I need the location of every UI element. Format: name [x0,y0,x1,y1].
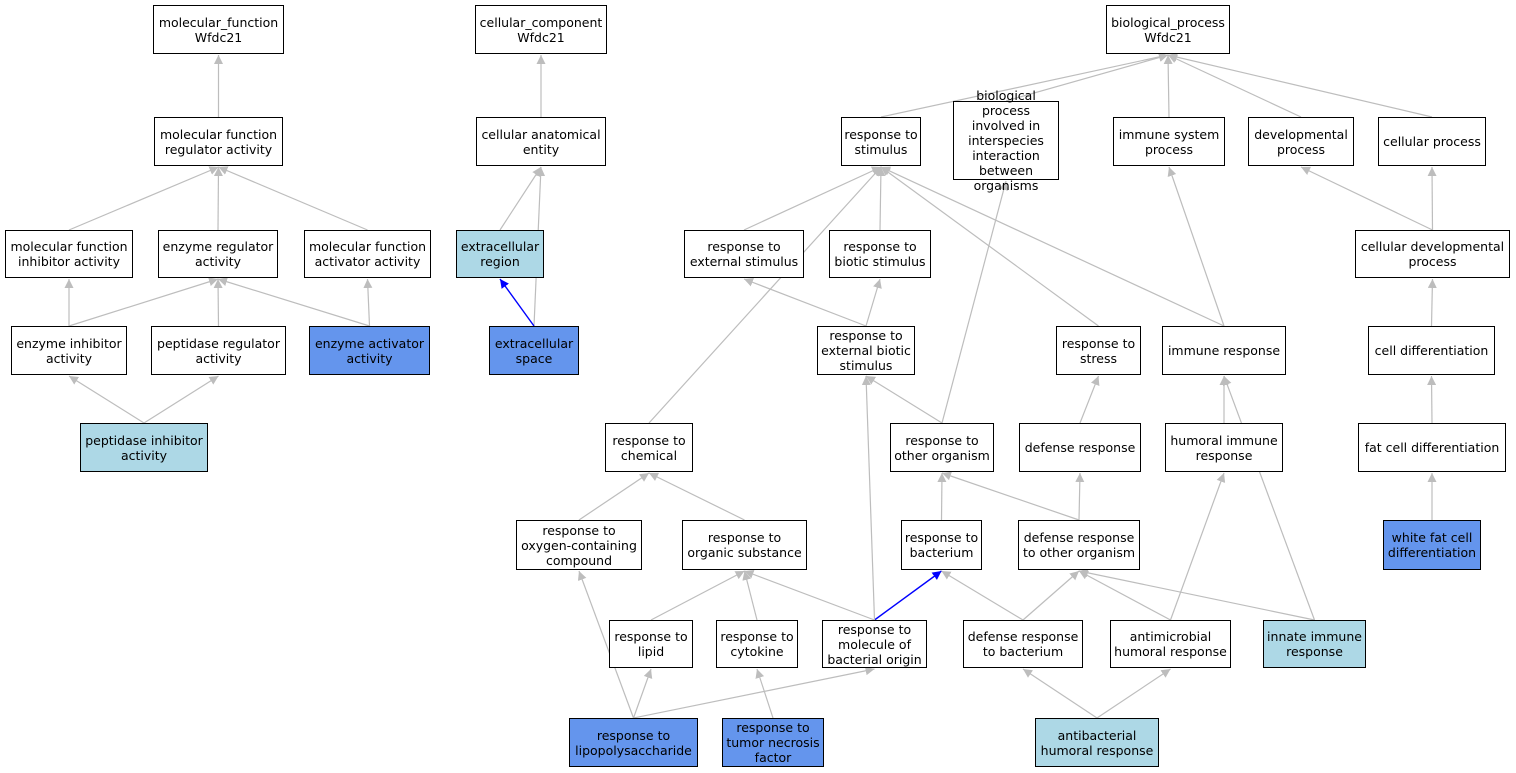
edge-mf_inhib-to-mf_reg [68,166,219,231]
node-defense-response-to-other-organism[interactable]: defense response to other organism [1018,520,1140,570]
node-extracellular-space[interactable]: extracellular space [489,326,579,375]
node-molecular-function-inhibitor-activity[interactable]: molecular function inhibitor activity [5,230,133,278]
edge-antibact-to-antimicrobial [1096,668,1171,719]
edge-resp_tnf-to-resp_cytokine [755,668,774,719]
node-response-to-biotic-stimulus[interactable]: response to biotic stimulus [829,230,931,278]
node-antibacterial-humoral-response[interactable]: antibacterial humoral response [1035,718,1159,767]
edge-resp_chem-to-resp_stim [648,166,882,424]
edge-resp_lps-to-resp_lipid [632,668,653,719]
node-molecular-function-root[interactable]: molecular_function Wfdc21 [153,5,284,54]
edge-resp_mol_bact-to-resp_bact [874,570,942,621]
node-cell-differentiation[interactable]: cell differentiation [1368,326,1495,375]
edge-def_bact-to-resp_bact [941,570,1024,621]
edge-resp_biotic-to-resp_stim [876,166,886,231]
edge-enz_activ-to-mf_activ [363,278,373,327]
edge-innate-to-immune_resp [1222,375,1316,621]
node-immune-response[interactable]: immune response [1162,326,1286,375]
edge-resp_ext_biotic-to-resp_ext_stim [743,278,867,327]
node-cellular-process[interactable]: cellular process [1378,117,1486,166]
edge-enz_activ-to-enz_reg [217,277,370,327]
node-white-fat-cell-differentiation[interactable]: white fat cell differentiation [1383,520,1481,570]
edge-resp_ext_biotic-to-resp_biotic [865,278,882,327]
edge-immune_resp-to-immune_sys [1167,166,1225,327]
edge-resp_lipid-to-resp_org_sub [650,570,745,621]
node-response-to-bacterium[interactable]: response to bacterium [901,520,982,570]
edge-resp_other_org-to-resp_ext_biotic [865,375,943,424]
node-molecular-function-regulator-activity[interactable]: molecular function regulator activity [154,117,283,166]
node-response-to-chemical[interactable]: response to chemical [605,423,693,472]
node-immune-system-process[interactable]: immune system process [1113,117,1225,166]
edge-resp_lps-to-resp_mol_bact [633,666,875,719]
edge-resp_cytokine-to-resp_org_sub [742,570,758,621]
edge-antimicrobial-to-def_other_org [1078,570,1171,621]
node-defense-response[interactable]: defense response [1019,423,1141,472]
edge-extra_region-to-cae [499,166,542,231]
edge-immune_sys-to-bp_root [1163,54,1173,118]
node-peptidase-inhibitor-activity[interactable]: peptidase inhibitor activity [80,423,208,472]
edge-cell_diff-to-cell_dev [1427,278,1437,327]
node-response-to-stimulus[interactable]: response to stimulus [841,117,921,166]
edge-cellular_proc-to-bp_root [1167,52,1433,118]
node-developmental-process[interactable]: developmental process [1248,117,1354,166]
node-enzyme-activator-activity[interactable]: enzyme activator activity [309,326,430,375]
node-response-to-oxygen-containing-compound[interactable]: response to oxygen-containing compound [516,520,642,570]
node-response-to-molecule-of-bacterial-origin[interactable]: response to molecule of bacterial origin [822,620,927,668]
edge-fat_diff-to-cell_diff [1427,375,1437,424]
node-response-to-lipid[interactable]: response to lipid [609,620,693,668]
node-fat-cell-differentiation[interactable]: fat cell differentiation [1358,423,1506,472]
edge-pep_inhib-to-pep_reg [143,375,219,424]
edge-enz_inhib-to-enz_reg [68,277,219,327]
edge-resp_oxy-to-resp_chem [578,472,650,521]
node-response-to-stress[interactable]: response to stress [1056,326,1141,375]
edge-resp_lps-to-resp_oxy [577,570,635,719]
edge-mf_activ-to-mf_reg [218,166,368,231]
edge-resp_stim-to-bp_root [880,52,1169,118]
edge-resp_other_org-to-bp_interspecies [941,180,1009,424]
node-extracellular-region[interactable]: extracellular region [456,230,544,278]
edge-resp_ext_stim-to-resp_stim [743,166,882,231]
edge-antibact-to-def_bact [1022,668,1098,719]
edge-resp_org_sub-to-resp_chem [648,472,745,521]
edge-pep_inhib-to-enz_inhib [68,375,145,424]
edge-antimicrobial-to-humoral [1169,472,1226,621]
node-response-to-external-stimulus[interactable]: response to external stimulus [684,230,804,278]
edge-developmental-to-bp_root [1167,54,1302,118]
node-humoral-immune-response[interactable]: humoral immune response [1165,423,1283,472]
node-cellular-developmental-process[interactable]: cellular developmental process [1355,230,1510,278]
edge-def_bact-to-def_other_org [1022,570,1080,621]
edge-immune_resp-to-resp_stim [880,166,1225,327]
edge-cell_dev-to-developmental [1300,166,1433,231]
edge-cell_dev-to-cellular_proc [1427,166,1437,231]
node-enzyme-inhibitor-activity[interactable]: enzyme inhibitor activity [11,326,127,375]
node-innate-immune-response[interactable]: innate immune response [1263,620,1366,668]
node-molecular-function-activator-activity[interactable]: molecular function activator activity [304,230,431,278]
node-biological-process-root[interactable]: biological_process Wfdc21 [1106,5,1230,54]
edge-pep_reg-to-enz_reg [213,278,223,327]
node-cellular-component-root[interactable]: cellular_component Wfdc21 [475,5,607,54]
node-antimicrobial-humoral-response[interactable]: antimicrobial humoral response [1110,620,1231,668]
edge-defense-to-resp_stress [1079,375,1100,424]
node-response-to-tumor-necrosis-factor[interactable]: response to tumor necrosis factor [722,718,824,767]
edge-def_other_org-to-defense [1075,472,1085,521]
edge-resp_stress-to-resp_stim [880,166,1099,327]
edge-extra_space-to-extra_region [499,278,535,327]
node-peptidase-regulator-activity[interactable]: peptidase regulator activity [151,326,286,375]
node-response-to-external-biotic-stimulus[interactable]: response to external biotic stimulus [817,326,915,375]
node-response-to-cytokine[interactable]: response to cytokine [716,620,798,668]
node-defense-response-to-bacterium[interactable]: defense response to bacterium [963,620,1083,668]
edge-innate-to-def_other_org [1078,568,1315,621]
node-interspecies-interaction[interactable]: biological process involved in interspec… [953,88,1059,193]
node-response-to-other-organism[interactable]: response to other organism [890,423,994,472]
node-response-to-lipopolysaccharide[interactable]: response to lipopolysaccharide [569,718,698,767]
edge-enz_reg-to-mf_reg [213,166,223,231]
edge-resp_mol_bact-to-resp_org_sub [744,569,875,621]
edge-bp_interspecies-to-bp_root [1005,53,1169,102]
node-enzyme-regulator-activity[interactable]: enzyme regulator activity [158,230,278,278]
edge-resp_mol_bact-to-resp_ext_biotic [861,375,876,621]
node-cellular-anatomical-entity[interactable]: cellular anatomical entity [476,117,606,166]
node-response-to-organic-substance[interactable]: response to organic substance [682,520,807,570]
edge-def_other_org-to-resp_other_org [941,471,1080,521]
edge-resp_bact-to-resp_other_org [937,472,947,521]
